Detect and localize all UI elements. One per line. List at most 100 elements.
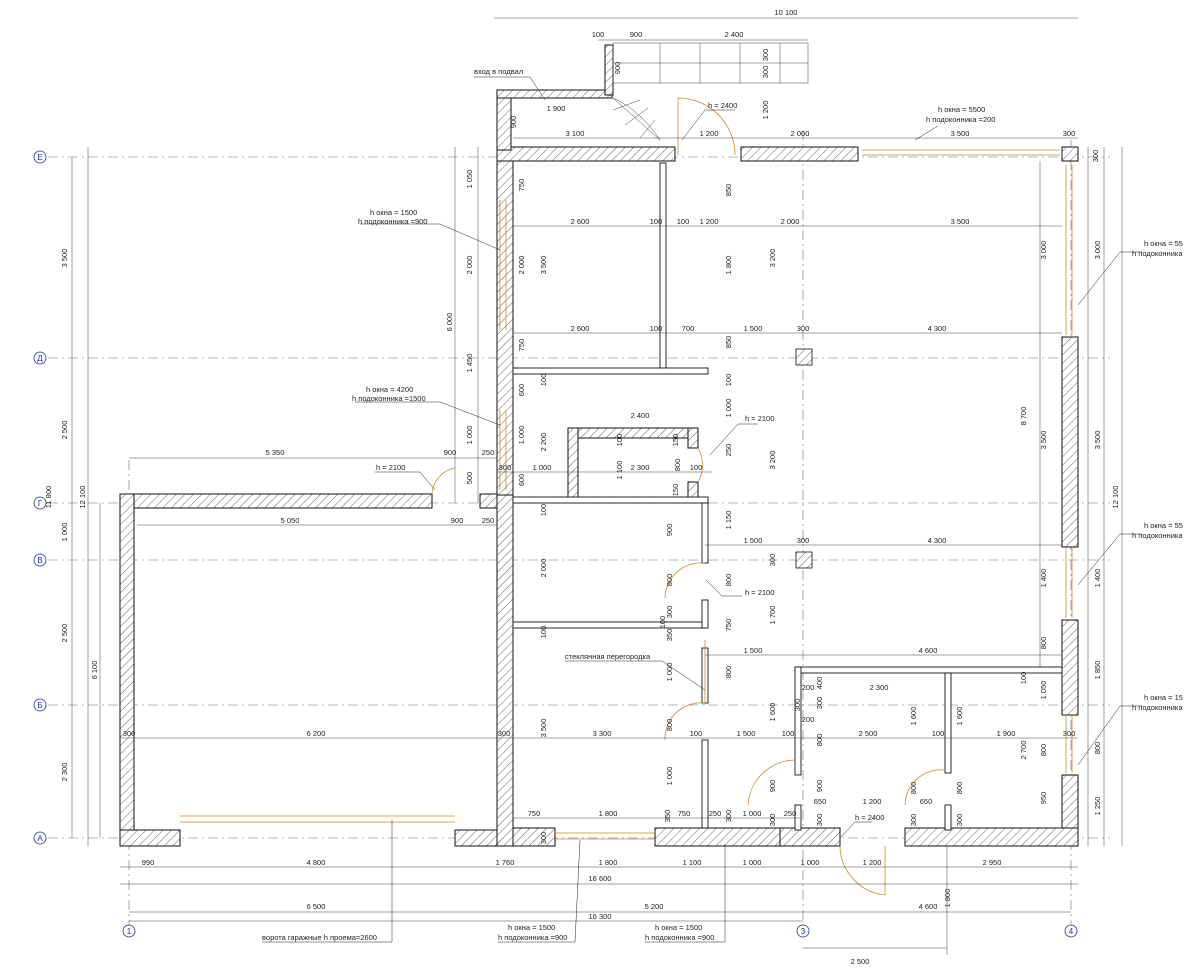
dim-label: 100 (1019, 672, 1028, 685)
dim-label: 100 (690, 729, 703, 738)
dim-label: 1 000 (743, 809, 762, 818)
dim-label: 3 200 (768, 249, 777, 268)
dim-label: 250 (482, 448, 495, 457)
dim-label: 3 500 (539, 256, 548, 275)
dim-label: 1 760 (496, 858, 515, 867)
axis-bubble-row-a: А (33, 831, 47, 845)
dim-label: 3 500 (1039, 431, 1048, 450)
dim-label: 300 (1063, 129, 1076, 138)
note-window-height: h окна = 55 (1144, 239, 1183, 248)
dim-label: 1 200 (761, 101, 770, 120)
dim-label: 3 300 (593, 729, 612, 738)
dim-label: 100 (539, 626, 548, 639)
dim-label: 6 100 (90, 661, 99, 680)
dim-label: 11 800 (44, 486, 53, 508)
dim-label: 5 350 (266, 448, 285, 457)
dim-label: 250 (724, 444, 733, 457)
dim-label: 2 000 (781, 217, 800, 226)
dim-label: 300 (815, 814, 824, 827)
note-door-height: h = 2400 (708, 101, 737, 110)
dim-label: 2 500 (60, 624, 69, 643)
dim-label: 2 200 (539, 433, 548, 452)
dim-label: 300 (768, 814, 777, 827)
dim-label: 4 300 (928, 536, 947, 545)
dim-label: 1 050 (465, 170, 474, 189)
dim-label: 750 (517, 179, 526, 192)
dim-label: 1 450 (465, 354, 474, 373)
dim-label: 1 500 (737, 729, 756, 738)
note-window-height: h окна = 5500 (938, 105, 985, 114)
dim-label: 3 000 (1093, 241, 1102, 260)
dim-label: 800 (909, 782, 918, 795)
dim-label: 3 500 (60, 249, 69, 268)
dim-label: 100 (658, 616, 667, 629)
dim-label: 900 (451, 516, 464, 525)
dim-label: 12 100 (78, 486, 87, 509)
dim-label: 990 (142, 858, 155, 867)
dim-label: 1 200 (700, 129, 719, 138)
dim-label: 800 (815, 734, 824, 747)
dim-label: 6 200 (307, 729, 326, 738)
dim-label: 100 (539, 504, 548, 517)
dim-label: 100 (677, 217, 690, 226)
dim-label: 2 000 (465, 256, 474, 275)
dim-label: 850 (724, 336, 733, 349)
dim-label: 2 000 (517, 256, 526, 275)
note-basement-entry: вход в подвал (474, 67, 523, 76)
axis-bubble-row-e: Е (33, 150, 47, 164)
note-window-height: h окна = 1500 (370, 208, 417, 217)
svg-text:Б: Б (37, 701, 42, 710)
note-window-height: h окна = 1500 (508, 923, 555, 932)
note-garage-gate: ворота гаражные h проема=2600 (262, 933, 377, 942)
dim-label: 700 (682, 324, 695, 333)
dim-label: 2 300 (631, 463, 650, 472)
dim-label: 300 (499, 463, 512, 472)
doors (431, 97, 946, 896)
dim-label: 2 300 (60, 763, 69, 782)
dim-label: 300 (498, 729, 511, 738)
axis-bubble-col-3: 3 (796, 924, 810, 938)
dim-label: 750 (724, 619, 733, 632)
note-sill-height: h подоконника =1500 (352, 394, 426, 403)
dim-label: 1 000 (465, 426, 474, 445)
basement-stairs (612, 42, 809, 141)
dim-label: 2 500 (851, 957, 870, 966)
dim-label: 1 000 (60, 523, 69, 542)
dim-label: 900 (444, 448, 457, 457)
dim-label: 100 (932, 729, 945, 738)
dim-label: 650 (920, 797, 933, 806)
dim-label: 2 000 (539, 559, 548, 578)
dim-label: 1 900 (547, 104, 566, 113)
dim-label: 1 800 (724, 256, 733, 275)
dim-label: 1 100 (615, 461, 624, 480)
dim-label: 100 (615, 434, 624, 447)
dim-label: 750 (678, 809, 691, 818)
dim-top-total: 10 100 (775, 8, 798, 17)
dim-label: 100 (650, 217, 663, 226)
dim-label: 250 (709, 809, 722, 818)
note-window-height: h окна = 1500 (655, 923, 702, 932)
dim-label: 800 (724, 666, 733, 679)
dim-label: 1 400 (1093, 569, 1102, 588)
note-sill-height: h подоконника =900 (645, 933, 714, 942)
dim-label: 300 (724, 810, 733, 823)
axis-bubble-row-v: В (33, 553, 47, 567)
dim-label: 3 200 (768, 451, 777, 470)
dim-label: 300 (797, 324, 810, 333)
dim-label: 300 (797, 536, 810, 545)
dim-label: 4 800 (307, 858, 326, 867)
annotations: вход в подвал h = 2400 h окна = 5500 h п… (262, 67, 1183, 942)
dim-label: 1 000 (801, 858, 820, 867)
dim-label: 950 (1039, 792, 1048, 805)
dim-label: 6 500 (307, 902, 326, 911)
dim-label: 1 600 (955, 707, 964, 726)
dim-label: 300 (793, 699, 802, 712)
dim-label: 1 050 (1039, 681, 1048, 700)
note-glass-partition: стеклянная перегородка (565, 652, 651, 661)
dim-label: 2 400 (725, 30, 744, 39)
dim-label: 2 500 (859, 729, 878, 738)
dim-label: 200 (802, 715, 815, 724)
note-door-height: h = 2100 (745, 588, 774, 597)
dim-label: 1 500 (744, 324, 763, 333)
dim-label: 300 (909, 814, 918, 827)
